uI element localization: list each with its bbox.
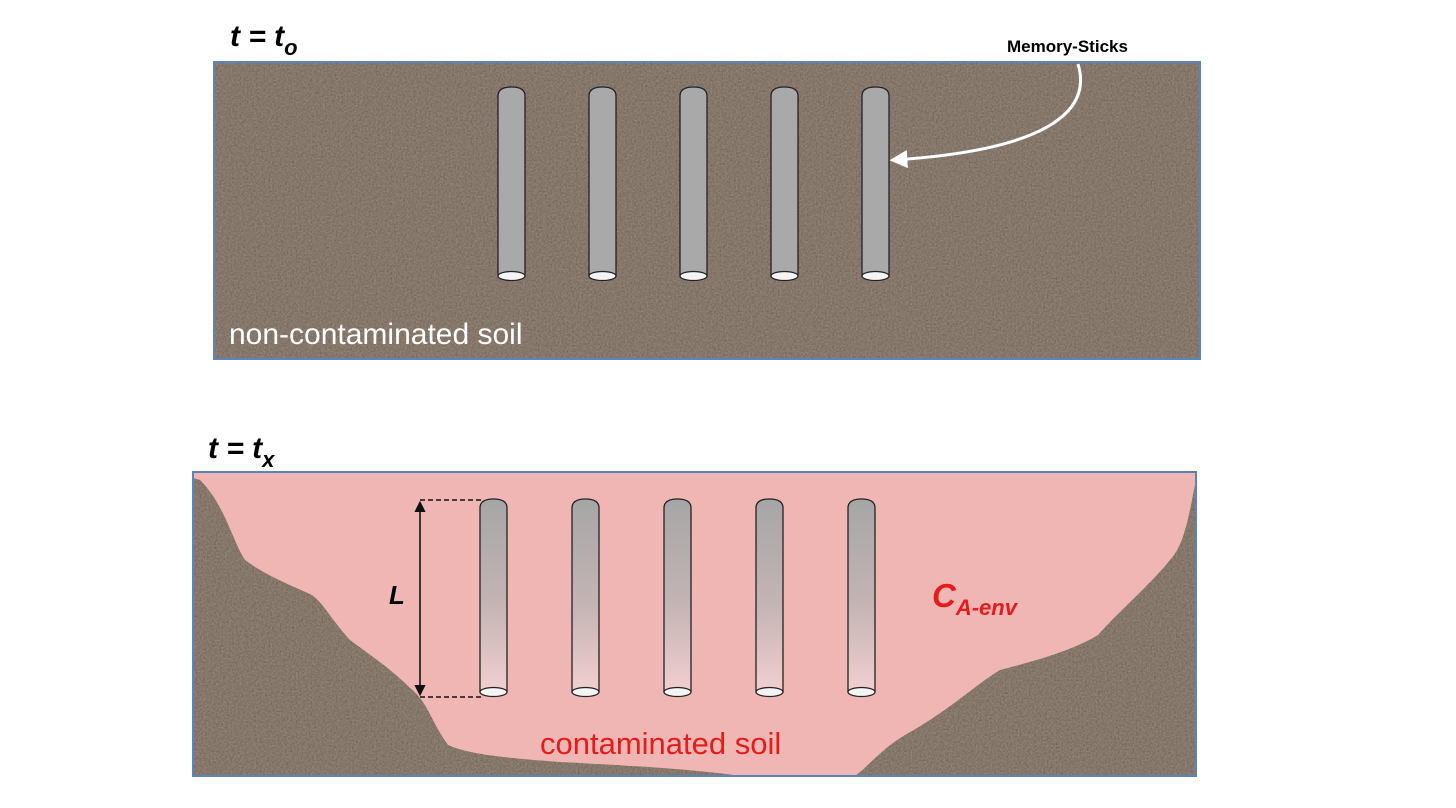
top-memory-stick-body <box>588 86 617 277</box>
memory-sticks-callout-arrow <box>889 63 1083 169</box>
bottom-memory-stick-base <box>571 686 600 698</box>
top-panel: t = to Memory-Sticks non-contaminated so… <box>213 20 1201 360</box>
non-contaminated-soil-label: non-contaminated soil <box>229 318 523 351</box>
bottom-memory-stick-3 <box>663 498 692 698</box>
bottom-stick-group <box>479 498 876 698</box>
bottom-memory-stick-body <box>479 498 508 693</box>
top-stick-group <box>497 86 890 282</box>
top-panel-frame <box>213 61 1201 360</box>
bottom-memory-stick-base <box>479 686 508 698</box>
bottom-memory-stick-body <box>847 498 876 693</box>
top-memory-stick-body <box>861 86 890 277</box>
bottom-memory-stick-base <box>755 686 784 698</box>
bottom-panel: t = tx L CA-env contaminated soil <box>192 432 1197 777</box>
top-memory-stick-base <box>770 270 799 282</box>
bottom-time-label: t = tx <box>208 432 275 472</box>
top-memory-stick-3 <box>679 86 708 282</box>
top-memory-stick-4 <box>770 86 799 282</box>
top-memory-stick-base <box>861 270 890 282</box>
top-memory-stick-base <box>679 270 708 282</box>
bottom-memory-stick-4 <box>755 498 784 698</box>
top-memory-stick-body <box>770 86 799 277</box>
top-memory-stick-body <box>679 86 708 277</box>
memory-sticks-callout-label: Memory-Sticks <box>1007 37 1128 56</box>
top-memory-stick-1 <box>497 86 526 282</box>
bottom-memory-stick-body <box>663 498 692 693</box>
length-label: L <box>389 580 405 610</box>
contaminated-soil-label: contaminated soil <box>540 726 781 761</box>
concentration-label: CA-env <box>932 577 1019 620</box>
bottom-memory-stick-base <box>663 686 692 698</box>
bottom-memory-stick-body <box>755 498 784 693</box>
top-time-label: t = to <box>230 20 298 60</box>
bottom-memory-stick-base <box>847 686 876 698</box>
top-memory-stick-base <box>497 270 526 282</box>
bottom-memory-stick-body <box>571 498 600 693</box>
top-memory-stick-5 <box>861 86 890 282</box>
top-memory-stick-2 <box>588 86 617 282</box>
bottom-memory-stick-1 <box>479 498 508 698</box>
bottom-memory-stick-5 <box>847 498 876 698</box>
bottom-memory-stick-2 <box>571 498 600 698</box>
top-memory-stick-base <box>588 270 617 282</box>
contamination-plume <box>193 472 1196 776</box>
top-memory-stick-body <box>497 86 526 277</box>
bottom-panel-frame <box>192 471 1197 777</box>
